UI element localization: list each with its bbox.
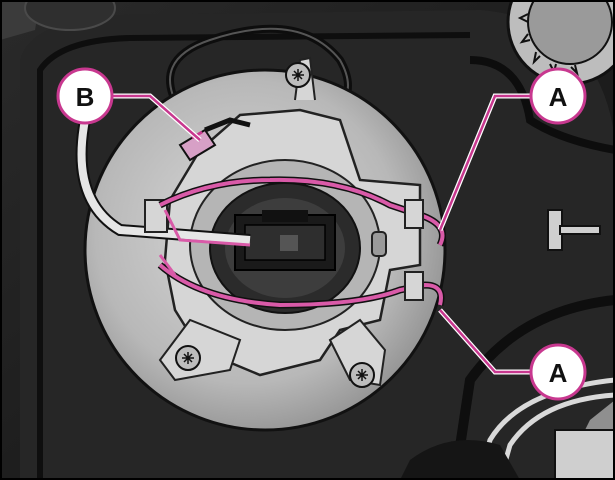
connector-block xyxy=(554,429,615,480)
lower-dark-part xyxy=(400,440,520,480)
housing-ridge xyxy=(37,32,471,480)
spring-clip-lower xyxy=(157,254,445,309)
callout-a-top-circle xyxy=(529,67,587,125)
screw-left-star xyxy=(182,352,194,364)
callout-a-bottom: A xyxy=(438,308,587,401)
spring-clip-upper xyxy=(158,176,446,247)
callout-b-circle xyxy=(56,67,114,125)
wire-right-dark xyxy=(450,295,615,480)
callout-b-letter: B xyxy=(76,82,95,112)
top-left-cap xyxy=(24,0,116,31)
callout-a-bottom-letter: A xyxy=(549,358,568,388)
callout-a-top: A xyxy=(437,67,587,231)
callout-b: B xyxy=(56,67,202,142)
white-cable xyxy=(77,119,251,244)
screw-top-star xyxy=(292,69,304,81)
bulb-base xyxy=(234,210,336,271)
wire-right-1 xyxy=(477,377,615,480)
connector-b-wire xyxy=(204,117,251,133)
wire-right-2 xyxy=(497,392,615,480)
screw-right-star xyxy=(356,369,368,381)
black-cable-highlight xyxy=(169,27,349,116)
black-cable-right xyxy=(469,56,615,154)
callout-a-top-letter: A xyxy=(549,82,568,112)
adjuster-cap xyxy=(506,0,615,86)
side-fastener xyxy=(547,209,601,251)
clip-retainer xyxy=(371,199,424,301)
callout-a-bottom-circle xyxy=(529,343,587,401)
